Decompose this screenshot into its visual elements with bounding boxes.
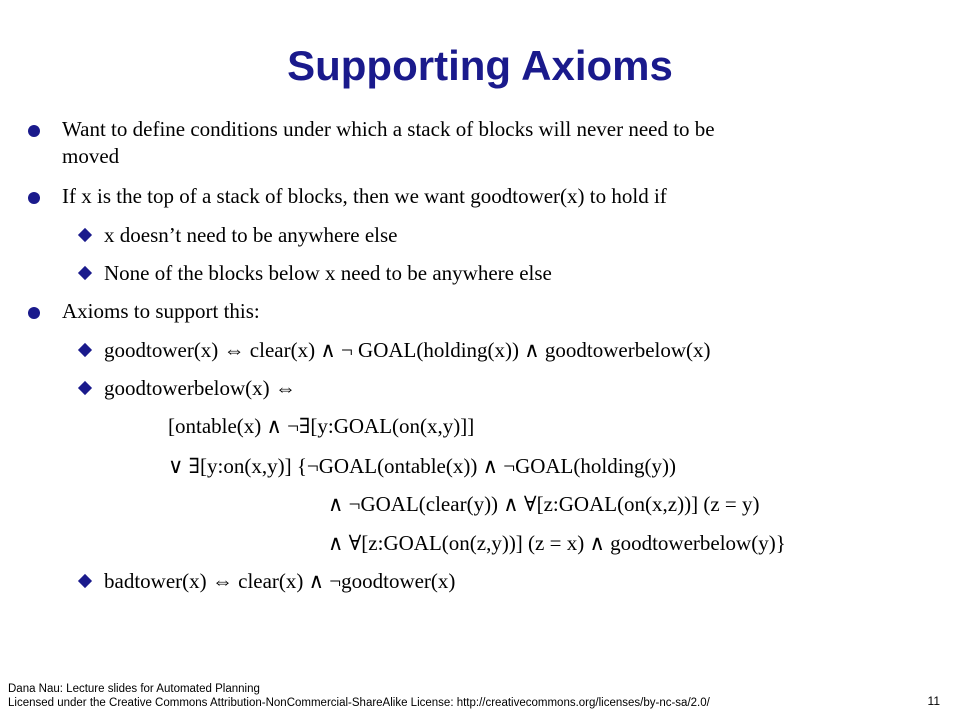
footer-line-2: Licensed under the Creative Commons Attr… [8, 697, 710, 709]
footer-credits: Dana Nau: Lecture slides for Automated P… [8, 682, 710, 710]
subbullet-badtower-axiom: badtower(x) ⇔ clear(x) ∧ ¬goodtower(x) [104, 569, 456, 593]
subbullet-goodtowerbelow-axiom: goodtowerbelow(x) ⇔ [104, 376, 296, 400]
bullet-line-1: Want to define conditions under which a … [62, 117, 715, 141]
subbullet-x-elsewhere: x doesn’t need to be anywhere else [104, 223, 398, 247]
axiom-line-clear: ∧ ¬GOAL(clear(y)) ∧ ∀[z:GOAL(on(x,z))] (… [328, 492, 760, 516]
footer-line-1: Dana Nau: Lecture slides for Automated P… [8, 683, 260, 695]
bullet-line-2: moved [62, 144, 120, 168]
page-number: 11 [927, 694, 940, 708]
subbullet-blocks-below: None of the blocks below x need to be an… [104, 261, 552, 285]
axiom-line-on: ∨ ∃[y:on(x,y)] {¬GOAL(ontable(x)) ∧ ¬GOA… [168, 454, 677, 478]
axiom-line-goodtowerbelow: ∧ ∀[z:GOAL(on(z,y))] (z = x) ∧ goodtower… [328, 531, 786, 555]
bullet-goodtower-definition: If x is the top of a stack of blocks, th… [28, 184, 667, 208]
bullet-axioms: Axioms to support this: [28, 299, 260, 323]
slide-title: Supporting Axioms [287, 42, 673, 89]
axiom-line-ontable: [ontable(x) ∧ ¬∃[y:GOAL(on(x,y)]] [168, 414, 475, 438]
subbullet-goodtower-axiom: goodtower(x) ⇔ clear(x) ∧ ¬ GOAL(holding… [104, 338, 711, 362]
bullet-define-conditions: Want to define conditions under which a … [28, 116, 715, 170]
